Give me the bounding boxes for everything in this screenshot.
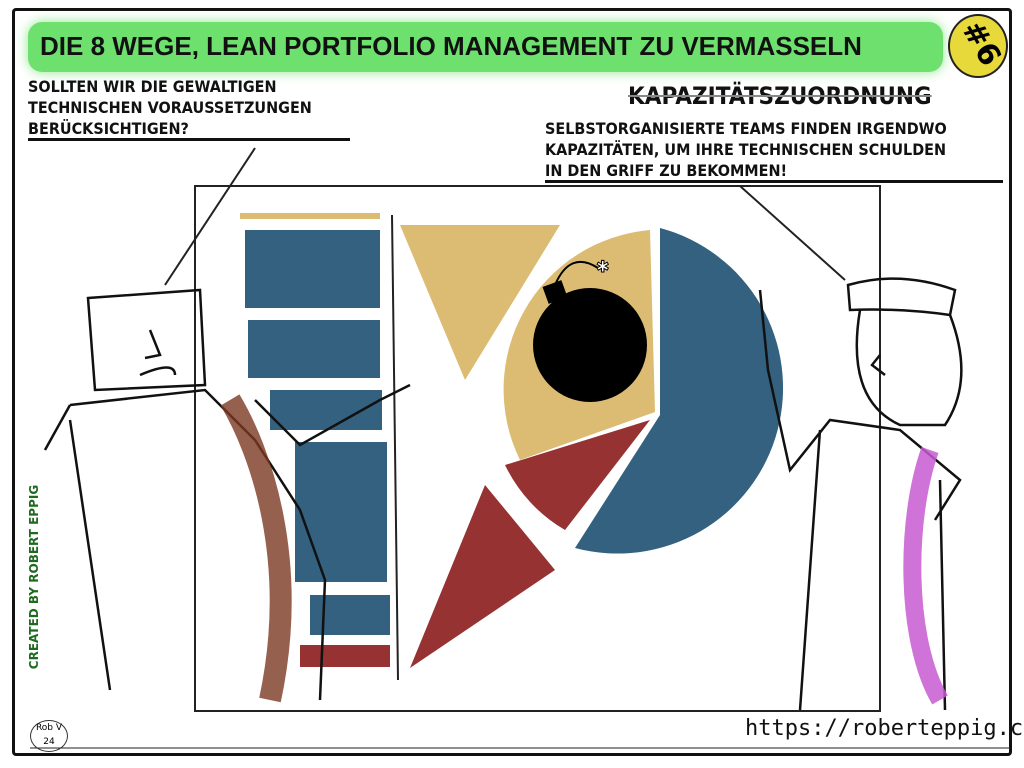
divider [28,138,350,141]
bar [270,390,382,430]
pie-slice-blue [575,228,784,554]
title-banner [28,22,943,72]
website-url[interactable]: https://roberteppig.com [745,716,1024,741]
right-figure [758,277,963,711]
bar [295,442,387,582]
whiteboard [194,185,881,712]
bar [248,320,380,378]
left-speech: SOLLTEN WIR DIE GEWALTIGEN TECHNISCHEN V… [28,77,312,138]
triangle-gold [400,225,560,380]
bar [245,230,380,308]
page-title: DIE 8 WEGE, LEAN PORTFOLIO MANAGEMENT ZU… [40,31,862,61]
bomb-icon: ✱ [533,257,647,402]
svg-text:✱: ✱ [596,257,609,276]
bar [300,645,390,667]
pie-slice-red [505,420,650,530]
right-speech: SELBSTORGANISIERTE TEAMS FINDEN IRGENDWO… [545,119,947,180]
struck-heading: KAPAZITÄTSZUORDNUNG [628,82,932,110]
left-figure [43,288,411,703]
comic-frame [12,8,1012,756]
triangle-red [410,485,555,668]
divider [545,180,1003,183]
signature: Rob V 24 [30,720,68,752]
credit-text: CREATED BY ROBERT EPPIG [27,484,42,670]
episode-badge: #6 [948,14,1008,78]
